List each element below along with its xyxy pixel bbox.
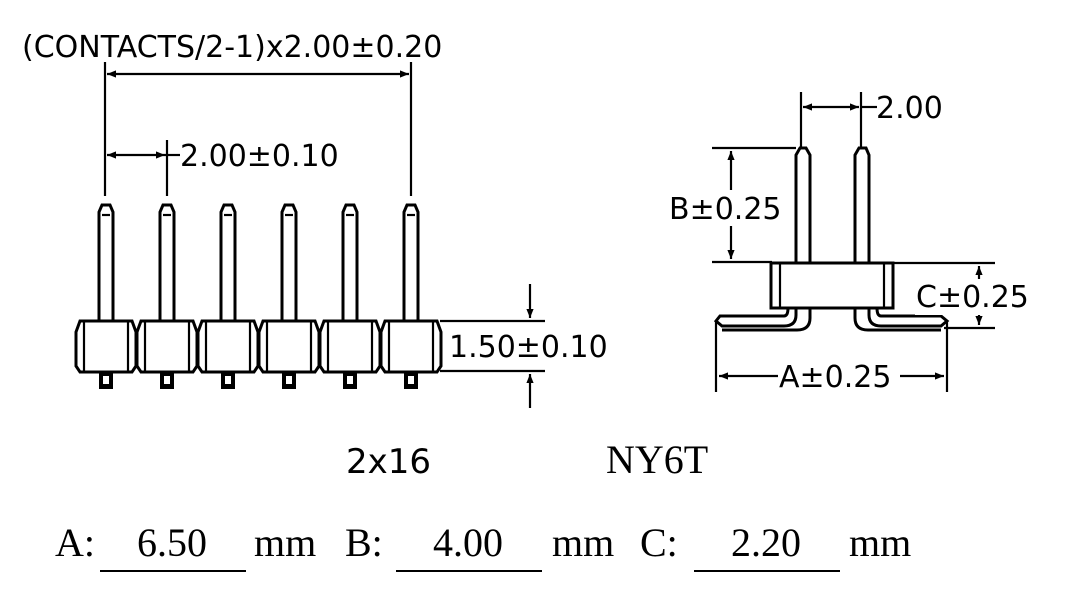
pin (257, 203, 321, 389)
pin-row (74, 203, 443, 389)
pin-tail-hole (225, 376, 231, 384)
front-view: (CONTACTS/2-1)x2.00±0.20 2.00±0.10 1.50±… (22, 30, 608, 408)
pin (135, 203, 199, 389)
pin (379, 203, 443, 389)
side-view: 2.00 B±0.25 C±0.25 A±0.25 (668, 91, 1035, 395)
pin (196, 203, 260, 389)
pitch-total-label: (CONTACTS/2-1)x2.00±0.20 (22, 30, 442, 65)
c-value: 2.20 (731, 520, 801, 565)
pin-housing (379, 319, 443, 374)
pin (74, 203, 138, 389)
side-leg-right-outer (853, 308, 941, 332)
a-label-bg (778, 359, 900, 391)
side-leg-right (867, 307, 950, 328)
c-unit: mm (849, 520, 911, 565)
configuration-caption: 2x16 (346, 442, 431, 482)
pin-housing (196, 319, 260, 374)
side-leg-left-outer (722, 308, 812, 332)
b-unit: mm (552, 520, 614, 565)
side-pitch-label: 2.00 (876, 91, 943, 126)
pin-tail-hole (103, 376, 109, 384)
pin-tail-hole (347, 376, 353, 384)
pin-shaft (219, 203, 237, 321)
a-prefix: A: (55, 520, 95, 565)
a-value: 6.50 (137, 520, 207, 565)
pin-tail-hole (286, 376, 292, 384)
c-prefix: C: (640, 520, 678, 565)
pin-housing (135, 319, 199, 374)
pin-housing (257, 319, 321, 374)
pin-shaft (158, 203, 176, 321)
pin-shaft (341, 203, 359, 321)
dimension-values: A: 6.50 mm B: 4.00 mm C: 2.20 mm (55, 520, 911, 572)
b-label-bg (668, 190, 792, 226)
a-unit: mm (254, 520, 316, 565)
side-pin-left (794, 146, 812, 262)
pin-tail-hole (408, 376, 414, 384)
part-number-caption: NY6T (606, 437, 708, 482)
c-label-bg (915, 279, 1035, 315)
a-label: A±0.25 (779, 360, 891, 395)
b-label: B±0.25 (669, 192, 782, 227)
pin-shaft (280, 203, 298, 321)
pin-tail-hole (164, 376, 170, 384)
b-prefix: B: (345, 520, 383, 565)
side-pin-right (853, 146, 871, 262)
pin-housing (318, 319, 382, 374)
pitch-label: 2.00±0.10 (180, 139, 339, 174)
side-leg-left (713, 307, 798, 328)
b-value: 4.00 (433, 520, 503, 565)
height-label: 1.50±0.10 (449, 330, 608, 365)
side-housing (769, 261, 895, 310)
pin-housing (74, 319, 138, 374)
pin-shaft (402, 203, 420, 321)
pin (318, 203, 382, 389)
c-label: C±0.25 (916, 280, 1029, 315)
pin-shaft (97, 203, 115, 321)
